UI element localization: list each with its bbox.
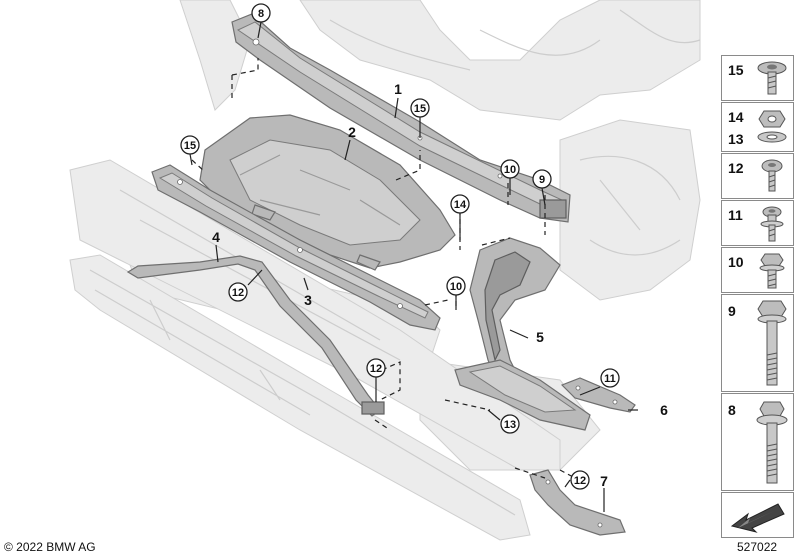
callout-10-upper-label: 10: [504, 164, 516, 176]
callout-leader-lines: [189, 21, 638, 512]
callout-7[interactable]: 7: [600, 473, 608, 489]
legend-item-11[interactable]: 11: [721, 200, 794, 246]
callout-13-label: 13: [504, 419, 516, 431]
ghost-upper-body: [299, 0, 701, 121]
callout-11-label: 11: [604, 373, 616, 385]
torx-flange-screw-icon: [757, 61, 787, 95]
callout-3[interactable]: 3: [304, 292, 312, 308]
callout-7-label: 7: [600, 473, 608, 489]
callout-2[interactable]: 2: [348, 124, 356, 140]
callout-12-middle-label: 12: [370, 363, 382, 375]
callout-12-left-label: 12: [232, 287, 244, 299]
callout-10-lower-label: 10: [450, 281, 462, 293]
callout-9[interactable]: 9: [532, 169, 552, 189]
hex-bolt-washer-icon: [756, 401, 788, 484]
callout-12-lower[interactable]: 12: [570, 470, 590, 490]
part-4-brace[interactable]: [126, 255, 385, 417]
torx-screw-icon: [761, 159, 783, 192]
callout-1[interactable]: 1: [394, 81, 402, 97]
legend-number: 9: [728, 303, 736, 319]
legend-item-12[interactable]: 12: [721, 153, 794, 199]
legend-number: 12: [728, 160, 744, 176]
callout-15-left-label: 15: [184, 140, 196, 152]
callout-4-label: 4: [212, 229, 220, 245]
callout-5[interactable]: 5: [536, 329, 544, 345]
torx-bolt-icon: [760, 206, 784, 242]
ghost-bumper-absorber: [69, 159, 561, 471]
callout-11[interactable]: 11: [600, 368, 620, 388]
callout-13[interactable]: 13: [500, 414, 520, 434]
diagram-id: 527022: [737, 540, 778, 554]
callout-15-upper[interactable]: 15: [410, 98, 430, 118]
legend-item-9[interactable]: 9: [721, 294, 794, 392]
hex-nut-with-washer-icon: [757, 110, 787, 143]
legend-number: 10: [728, 254, 744, 270]
callout-5-label: 5: [536, 329, 544, 345]
callout-12-middle[interactable]: 12: [366, 358, 386, 378]
callout-6[interactable]: 6: [660, 402, 668, 418]
ghost-bumper-beam: [69, 254, 531, 541]
legend-item-14-13[interactable]: 14 13: [721, 102, 794, 152]
callout-2-label: 2: [348, 124, 356, 140]
ghost-left-strut: [179, 0, 251, 111]
callout-14-label: 14: [454, 199, 467, 211]
legend-number: 14: [728, 109, 744, 125]
legend-direction-arrow: [721, 492, 794, 538]
callout-10-upper[interactable]: 10: [500, 159, 520, 179]
legend-item-8[interactable]: 8: [721, 393, 794, 491]
legend-number: 15: [728, 62, 744, 78]
part-6-bracket[interactable]: [560, 377, 636, 413]
forward-arrow-icon: [730, 503, 785, 533]
callout-12-lower-label: 12: [574, 475, 586, 487]
hex-bolt-long-icon: [757, 300, 787, 386]
callout-15-left[interactable]: 15: [180, 135, 200, 155]
legend-number: 11: [728, 207, 743, 223]
callout-4[interactable]: 4: [212, 229, 220, 245]
legend-item-10[interactable]: 10: [721, 247, 794, 293]
callout-9-label: 9: [539, 174, 545, 186]
callout-10-lower[interactable]: 10: [446, 276, 466, 296]
callout-12-left[interactable]: 12: [228, 282, 248, 302]
hex-flange-bolt-icon: [759, 253, 785, 289]
callout-1-label: 1: [394, 81, 402, 97]
callout-14[interactable]: 14: [450, 194, 470, 214]
part-3-lower-carrier[interactable]: [151, 164, 441, 331]
part-5-lock-bracket[interactable]: [454, 237, 591, 431]
callout-8[interactable]: 8: [251, 3, 271, 23]
part-2-air-duct[interactable]: [199, 114, 456, 271]
legend-number: 8: [728, 402, 736, 418]
callout-6-label: 6: [660, 402, 668, 418]
part-7-holder[interactable]: [529, 469, 626, 536]
copyright-text: © 2022 BMW AG: [4, 540, 96, 554]
callout-8-label: 8: [258, 8, 264, 20]
callout-15-upper-label: 15: [414, 103, 426, 115]
callout-3-label: 3: [304, 292, 312, 308]
ghost-right-wheelhouse: [559, 119, 701, 301]
part-1-upper-carrier[interactable]: [231, 13, 571, 223]
legend-item-15[interactable]: 15: [721, 55, 794, 101]
legend-number: 13: [728, 131, 744, 147]
